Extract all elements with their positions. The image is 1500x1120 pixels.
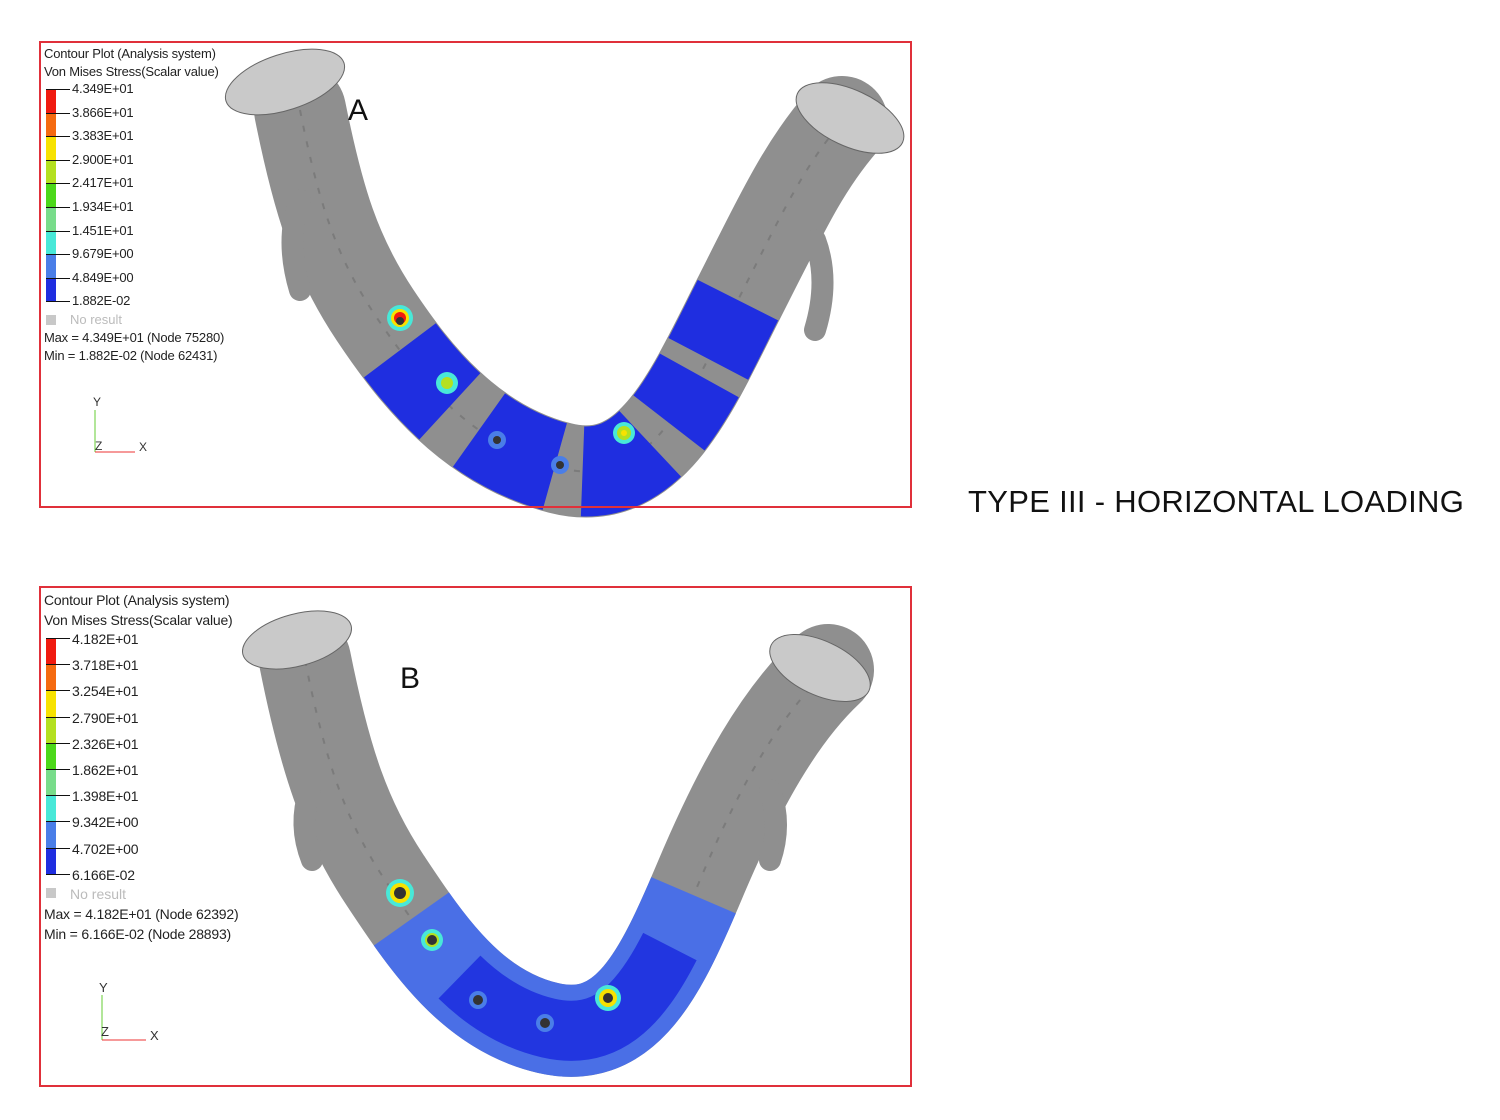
scale-tick-label: 3.254E+01 [72, 683, 139, 700]
min-value: Min = 6.166E-02 (Node 28893) [44, 925, 232, 942]
color-band [46, 795, 56, 822]
color-band [46, 847, 56, 874]
condyle-right-a [795, 82, 905, 154]
legend-title: Contour Plot (Analysis system) [44, 46, 216, 61]
scale-tick-label: 9.679E+00 [72, 246, 134, 262]
color-band [46, 742, 56, 769]
panel-label-b: B [400, 662, 421, 695]
no-result-key: No result [44, 884, 238, 904]
color-band [46, 821, 56, 848]
color-scale: 4.182E+01 3.718E+01 3.254E+01 2.790E+01 2.32… [44, 631, 238, 884]
contour-plot-panel-a: Contour Plot (Analysis system) Von Mises … [39, 41, 912, 508]
scale-tick [46, 207, 70, 208]
axis-x-label: X [139, 440, 147, 454]
scale-tick-label: 4.182E+01 [72, 631, 139, 647]
scale-tick-label: 1.398E+01 [72, 788, 139, 805]
scale-tick-label: 2.417E+01 [72, 175, 134, 191]
color-band [46, 277, 56, 302]
legend-b: Contour Plot (Analysis system) Von Mises … [44, 590, 239, 944]
color-scale: 4.349E+01 3.866E+01 3.383E+01 2.900E+01 2.41… [44, 81, 224, 311]
scale-tick [46, 136, 70, 138]
scale-tick [46, 638, 70, 639]
scale-tick [46, 847, 70, 849]
figure-title: TYPE III - HORIZONTAL LOADING [968, 484, 1465, 519]
color-band [46, 769, 56, 796]
scale-tick [46, 821, 70, 823]
scale-tick-label: 2.790E+01 [72, 709, 139, 726]
axis-y-label: Y [99, 980, 108, 995]
scale-tick [46, 742, 70, 744]
legend-subtitle: Von Mises Stress(Scalar value) [44, 64, 219, 79]
scale-tick-label: 1.451E+01 [72, 222, 134, 238]
max-value: Max = 4.349E+01 (Node 75280) [44, 330, 225, 346]
scale-tick [46, 769, 70, 770]
axis-x-label: X [150, 1028, 159, 1043]
color-band [46, 89, 56, 113]
scale-tick-label: 3.383E+01 [72, 128, 134, 144]
color-band [46, 183, 56, 207]
scale-tick [46, 873, 70, 875]
scale-tick [46, 254, 70, 256]
condyle-left-b [241, 610, 353, 670]
scale-tick [46, 690, 70, 692]
legend-a: Contour Plot (Analysis system) Von Mises … [44, 45, 224, 365]
scale-tick-label: 4.849E+00 [72, 269, 134, 285]
scale-tick-label: 9.342E+00 [72, 814, 139, 831]
scale-tick-label: 1.862E+01 [72, 762, 139, 778]
implant-stress-sites-b [386, 879, 621, 1032]
no-result-key: No result [44, 311, 224, 329]
contour-plot-panel-b: Contour Plot (Analysis system) Von Mises … [39, 586, 912, 1087]
scale-tick [46, 664, 70, 666]
condyle-left-a [224, 48, 346, 116]
scale-tick-label: 3.866E+01 [72, 104, 134, 120]
scale-tick [46, 795, 70, 797]
condyle-right-b [769, 634, 871, 702]
color-band [46, 638, 56, 665]
scale-tick [46, 277, 70, 279]
color-band [46, 254, 56, 278]
scale-tick [46, 112, 70, 114]
min-value: Min = 1.882E-02 (Node 62431) [44, 348, 218, 364]
axis-triad-b: Y Z X [99, 980, 159, 1043]
color-band [46, 136, 56, 160]
axis-z-label: Z [101, 1024, 109, 1039]
color-band [46, 230, 56, 255]
axis-y-label: Y [93, 395, 101, 409]
scale-tick [46, 89, 70, 90]
scale-tick-label: 6.166E-02 [72, 866, 135, 883]
color-band [46, 716, 56, 743]
axis-z-label: Z [95, 439, 102, 453]
axis-triad-a: Y Z X [93, 395, 147, 454]
color-band [46, 690, 56, 717]
scale-tick [46, 716, 70, 718]
legend-title: Contour Plot (Analysis system) [44, 592, 230, 608]
max-value: Max = 4.182E+01 (Node 62392) [44, 905, 239, 922]
scale-tick [46, 301, 70, 303]
panel-label-a: A [348, 94, 369, 127]
scale-tick-label: 4.702E+00 [72, 840, 139, 857]
scale-tick [46, 159, 70, 161]
scale-tick-label: 4.349E+01 [72, 81, 134, 96]
color-band [46, 159, 56, 184]
scale-tick-label: 1.934E+01 [72, 199, 134, 214]
scale-tick-label: 1.882E-02 [72, 293, 131, 309]
scale-tick-label: 2.326E+01 [72, 735, 139, 752]
scale-tick-label: 3.718E+01 [72, 657, 139, 674]
color-band [46, 664, 56, 691]
color-band [46, 207, 56, 231]
scale-tick-label: 2.900E+01 [72, 151, 134, 167]
scale-tick [46, 230, 70, 232]
color-band [46, 112, 56, 137]
scale-tick [46, 183, 70, 185]
legend-subtitle: Von Mises Stress(Scalar value) [44, 612, 233, 628]
implant-stress-sites-a [387, 305, 635, 474]
